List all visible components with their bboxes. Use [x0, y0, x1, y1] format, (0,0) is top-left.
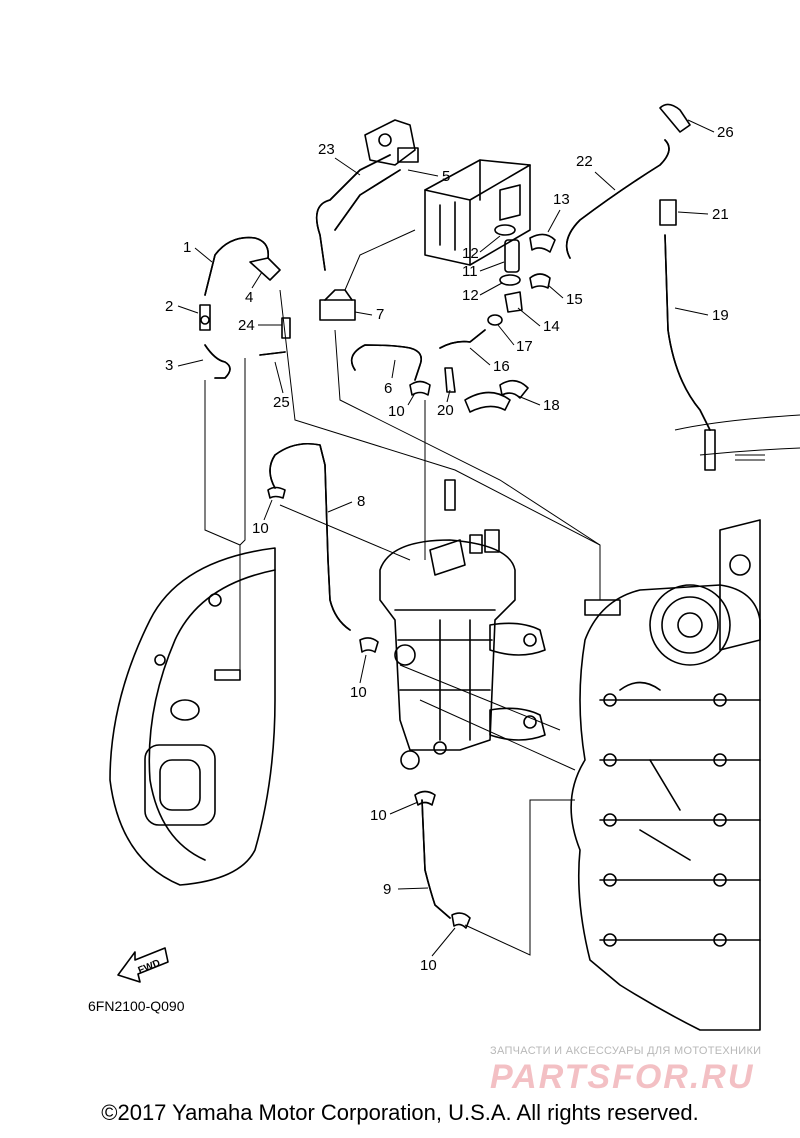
- fittings: [199, 103, 716, 929]
- callout-1: 1: [183, 239, 191, 256]
- hoses: [204, 139, 711, 919]
- callout-26: 26: [717, 124, 734, 141]
- callout-22: 22: [576, 153, 593, 170]
- callout-19: 19: [712, 307, 729, 324]
- callout-10e: 10: [420, 957, 437, 974]
- callout-16: 16: [493, 358, 510, 375]
- callout-3: 3: [165, 357, 173, 374]
- callout-10a: 10: [388, 403, 405, 420]
- callout-20: 20: [437, 402, 454, 419]
- callout-23: 23: [318, 141, 335, 158]
- fwd-arrow: FWD: [117, 947, 169, 983]
- vapor-separator: [379, 529, 546, 770]
- callouts: 1 2 3 4 5 6 7 8 9 10 10 10 10 10 11 12 1…: [165, 119, 734, 974]
- callout-12a: 12: [462, 245, 479, 262]
- reference-lines: [204, 229, 601, 956]
- callout-6: 6: [384, 380, 392, 397]
- callout-10d: 10: [370, 807, 387, 824]
- callout-5: 5: [442, 168, 450, 185]
- callout-13: 13: [553, 191, 570, 208]
- callout-24: 24: [238, 317, 255, 334]
- vent-solenoid: [364, 119, 419, 166]
- callout-8: 8: [357, 493, 365, 510]
- callout-10c: 10: [350, 684, 367, 701]
- callout-7: 7: [376, 306, 384, 323]
- intake-manifold: [109, 547, 276, 886]
- diagram-code: 6FN2100-Q090: [88, 998, 185, 1014]
- callout-25: 25: [273, 394, 290, 411]
- callout-17: 17: [516, 338, 533, 355]
- callout-9: 9: [383, 881, 391, 898]
- copyright-notice: ©2017 Yamaha Motor Corporation, U.S.A. A…: [101, 1100, 699, 1125]
- fwd-label: FWD: [137, 958, 162, 977]
- watermark-tagline: ЗАПЧАСТИ И АКСЕССУАРЫ ДЛЯ МОТОТЕХНИКИ: [490, 1045, 762, 1057]
- vapor-canister: [424, 159, 531, 266]
- callout-15: 15: [566, 291, 583, 308]
- callout-18: 18: [543, 397, 560, 414]
- engine-block: [570, 519, 761, 1031]
- cowling-outline: [674, 414, 800, 461]
- callout-21: 21: [712, 206, 729, 223]
- watermark-brand: PARTSFOR.RU: [490, 1058, 755, 1096]
- callout-10b: 10: [252, 520, 269, 537]
- callout-4: 4: [245, 289, 253, 306]
- callout-14: 14: [543, 318, 560, 335]
- callout-11: 11: [462, 263, 478, 280]
- callout-2: 2: [165, 298, 173, 315]
- callout-12b: 12: [462, 287, 479, 304]
